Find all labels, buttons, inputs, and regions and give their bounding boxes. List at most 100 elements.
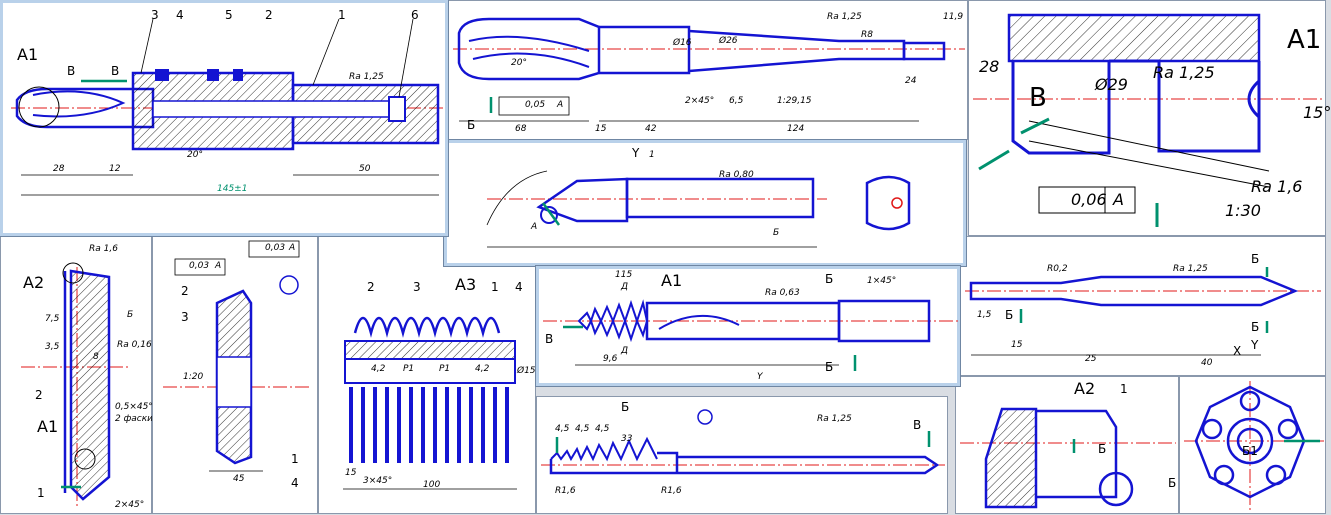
dim-33: 33 (621, 434, 633, 444)
end-view-screw (891, 197, 903, 209)
neck-outline (599, 25, 691, 75)
position-2: 2 (367, 280, 375, 294)
pitch-p1: Р1 (403, 364, 415, 374)
drawing-drill-assembly (11, 18, 443, 196)
body-outline (549, 451, 940, 475)
ring-4 (155, 69, 169, 81)
chamfer-note: 2 фаски (115, 414, 154, 424)
datum-b: Б (1251, 252, 1260, 266)
roughness-ra: Ra 1,25 (349, 72, 384, 82)
hub (1226, 417, 1274, 465)
position-4: 4 (176, 8, 184, 22)
radius-r0-2: R0,2 (1047, 264, 1068, 274)
roughness-ra: Ra 1,25 (1173, 264, 1208, 274)
position-1: 1 (1120, 382, 1128, 396)
groove (1247, 79, 1261, 119)
radius-r1-6: R1,6 (555, 486, 576, 496)
axis-y: Y (757, 372, 763, 382)
tolerance-value: 0,06 (1071, 190, 1107, 209)
dim-9-6: 9,6 (603, 354, 618, 364)
screw-4 (1213, 464, 1235, 486)
position-1: 1 (649, 150, 655, 160)
label-a1: А1 (17, 45, 39, 64)
tolerance-value: 0,05 (525, 100, 546, 110)
datum-b-3: Б (1251, 320, 1260, 334)
dim-25: 25 (1085, 354, 1097, 364)
drawing-sheet-mandrel[interactable]: 0,03 А 0,03 А 2 3 1:20 45 1 4 (152, 236, 318, 514)
dim-12: 12 (109, 164, 121, 174)
roughness-ra: Ra 1,25 (817, 414, 852, 424)
drawing-sheet-milling-head[interactable]: А2 1 Б Б (955, 376, 1179, 514)
dim-115: 115 (615, 270, 633, 280)
position-4: 4 (291, 476, 299, 490)
drawing-sheet-hob-cutter[interactable]: 2 3 А3 1 4 4,2 Р1 Р1 4,2 15 Ø15 3×45° 10… (318, 236, 536, 514)
flute-outline (32, 90, 126, 118)
screw-5 (1201, 418, 1223, 440)
drawing-boring-bar (486, 170, 911, 248)
position-1: 1 (491, 280, 499, 294)
dim-overall: 145±1 (217, 184, 248, 194)
tolerance-frame-2 (248, 240, 300, 258)
leader-1 (312, 18, 340, 86)
bar-body (625, 177, 815, 219)
dim-28: 28 (979, 57, 1000, 76)
dim-40: 40 (1201, 358, 1213, 368)
diameter-15: Ø15 (517, 366, 536, 376)
datum-b-2: Б (825, 360, 834, 374)
section-label-b: В (1029, 83, 1047, 113)
section-a: А (531, 222, 538, 232)
position-1: 1 (291, 452, 299, 466)
tolerance-value-2: 0,03 (265, 243, 286, 253)
tolerance-frame (174, 258, 226, 276)
drawing-sheet-reamer[interactable]: Б Б Б Y X Ra 1,25 R0,2 1,5 15 25 40 (960, 236, 1326, 376)
accent-mark (541, 202, 561, 226)
drawing-cutter-section (21, 262, 131, 507)
leader-6 (398, 18, 414, 98)
drawing-sheet-tap[interactable]: А1 Б В Д Д Ra 0,63 Y Б 1×45° 115 9,6 (536, 266, 960, 386)
dim-7-5: 7,5 (45, 314, 60, 324)
flute-curve (658, 315, 740, 330)
axis-y: Y (1251, 338, 1259, 352)
detail-circle-a2 (62, 262, 84, 284)
arc-dimension (486, 170, 548, 226)
reamer-outline (969, 275, 1299, 307)
tang (902, 41, 946, 61)
datum-b: Б (1098, 442, 1107, 456)
detail-circle-a1 (18, 86, 60, 128)
label-a1: А1 (661, 271, 683, 290)
dim-3-5: 3,5 (45, 342, 60, 352)
tolerance-frame (1038, 186, 1136, 214)
leader-3 (140, 18, 154, 74)
roughness-ra: Ra 0,63 (765, 288, 800, 298)
datum-b: Б (825, 272, 834, 286)
position-5: 5 (225, 8, 233, 22)
datum-b: Б (621, 400, 630, 414)
label-a3: А3 (455, 275, 477, 294)
drawing-sheet-drill-assembly[interactable]: А1 В В 3 4 5 2 1 6 Ra 1,25 28 12 50 145±… (0, 0, 448, 236)
drawing-sheet-boring-bar[interactable]: Y 1 А Б Ra 0,80 (444, 140, 966, 266)
section-label-v: В (913, 418, 922, 432)
dim-50: 50 (359, 164, 371, 174)
label-section-b-2: В (111, 64, 120, 78)
chamfer-2x45: 2×45° (115, 500, 145, 510)
screw-1 (1239, 390, 1261, 412)
drawing-sheet-long-tool[interactable]: Б 4,5 4,5 4,5 33 В Ra 1,25 R1,6 R1,6 (536, 396, 948, 514)
body-section (984, 407, 1038, 509)
drawing-sheet-zoom-detail[interactable]: А1 28 Ra 1,25 В Ø29 0,06 А Ra 1,6 1:30 1… (968, 0, 1331, 236)
dim-15: 15 (345, 468, 357, 478)
screw-3 (1265, 464, 1287, 486)
roughness-ra: Ra 1,25 (1153, 63, 1215, 82)
angle-15: 15° (1303, 103, 1331, 122)
label-section-b: В (67, 64, 76, 78)
drawing-sheet-drill-detail[interactable]: 0,05 А Б 68 15 42 6,5 124 Ra 1,25 R8 24 … (448, 0, 968, 140)
drawing-long-tool (541, 409, 945, 475)
label-a2: А2 (1074, 379, 1096, 398)
teeth (349, 387, 509, 463)
drawing-end-view (1184, 381, 1324, 511)
hub (344, 340, 516, 360)
drawing-sheet-end-view[interactable]: Б1 (1179, 376, 1326, 514)
dim-4-5-2: 4,5 (575, 424, 590, 434)
dim-24: 24 (905, 76, 917, 86)
drawing-sheet-cutter-section[interactable]: А2 Ra 1,6 Б 7,5 3,5 8 Ra 0,16 2 А1 0,5×4… (0, 236, 154, 514)
radius-r8: R8 (861, 30, 873, 40)
